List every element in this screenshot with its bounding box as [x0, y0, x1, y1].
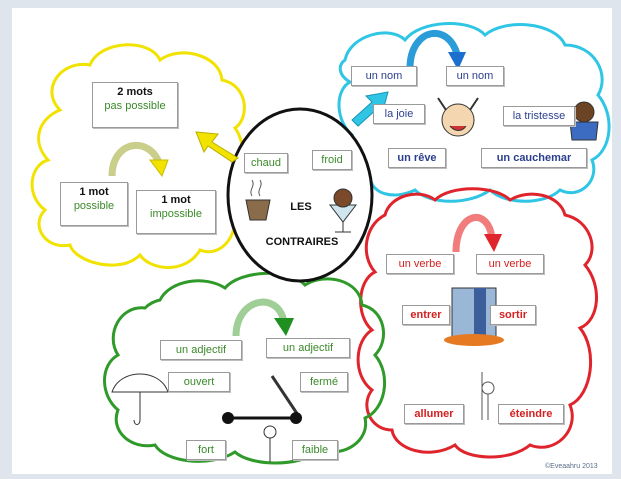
- hot-cup-illustration: [245, 179, 271, 221]
- curve-arrow-yellow: [108, 141, 164, 177]
- verb-pair2-a: allumer: [404, 404, 464, 424]
- red-cloud: [356, 187, 598, 459]
- curve-arrow-red: [452, 214, 496, 253]
- adjective-pair2-a: fort: [186, 440, 226, 460]
- closed-umbrella-illustration: [270, 375, 302, 419]
- noun-label-b: un nom: [446, 66, 504, 86]
- yellow-cloud: [30, 43, 246, 269]
- dumbbell-illustration: [222, 412, 302, 424]
- verb-label-b: un verbe: [476, 254, 544, 274]
- verb-pair1-a: entrer: [402, 305, 450, 325]
- umbrella-illustration: [111, 373, 169, 425]
- center-word-right: froid: [312, 150, 352, 170]
- adjective-pair1-a: ouvert: [168, 372, 230, 392]
- verb-pair1-b: sortir: [490, 305, 536, 325]
- lamp-illustration: [481, 372, 495, 420]
- credit-text: ©Eveaahru 2013: [545, 463, 598, 470]
- crossed-card: 2 mots pas possible: [92, 82, 178, 128]
- center-word-left: chaud: [244, 153, 288, 173]
- verb-label-a: un verbe: [386, 254, 454, 274]
- curve-arrow-red-head: [484, 234, 502, 252]
- curve-arrow-green-head: [274, 318, 294, 336]
- crossed-line1: 2 mots: [117, 86, 153, 98]
- possible-card: 1 mot possible: [60, 182, 128, 226]
- impossible-line2: impossible: [150, 208, 202, 220]
- noun-pair1-a: la joie: [373, 104, 425, 124]
- adjective-pair2-b: faible: [292, 440, 338, 460]
- curve-arrow-green: [232, 298, 288, 337]
- adjective-label-b: un adjectif: [266, 338, 350, 358]
- happy-face-illustration: [437, 97, 479, 137]
- arrow-to-yellow: [195, 131, 239, 163]
- curve-arrow-cyan: [406, 29, 462, 69]
- curve-arrow-cyan-head: [448, 52, 466, 70]
- noun-pair2-b: un cauchemar: [481, 148, 587, 168]
- possible-line1: 1 mot: [79, 186, 109, 198]
- impossible-card: 1 mot impossible: [136, 190, 216, 234]
- green-cloud: [103, 271, 387, 465]
- arrow-to-cyan: [351, 91, 389, 127]
- noun-label-a: un nom: [351, 66, 417, 86]
- weak-person-illustration: [263, 425, 277, 462]
- possible-line2: possible: [73, 200, 115, 212]
- verb-pair2-b: éteindre: [498, 404, 564, 424]
- noun-pair1-b: la tristesse: [503, 106, 575, 126]
- adjective-pair1-b: fermé: [300, 372, 348, 392]
- ice-cream-illustration: [328, 188, 358, 233]
- impossible-line1: 1 mot: [161, 194, 191, 206]
- crossed-line2: pas possible: [104, 100, 166, 112]
- sad-person-illustration: [569, 101, 599, 141]
- noun-pair2-a: un rêve: [388, 148, 446, 168]
- center-title-line1: LES: [290, 201, 312, 213]
- curve-arrow-yellow-head: [149, 159, 169, 178]
- adjective-label-a: un adjectif: [160, 340, 242, 360]
- center-title-line2: CONTRAIRES: [265, 236, 339, 248]
- door-illustration: [444, 287, 504, 346]
